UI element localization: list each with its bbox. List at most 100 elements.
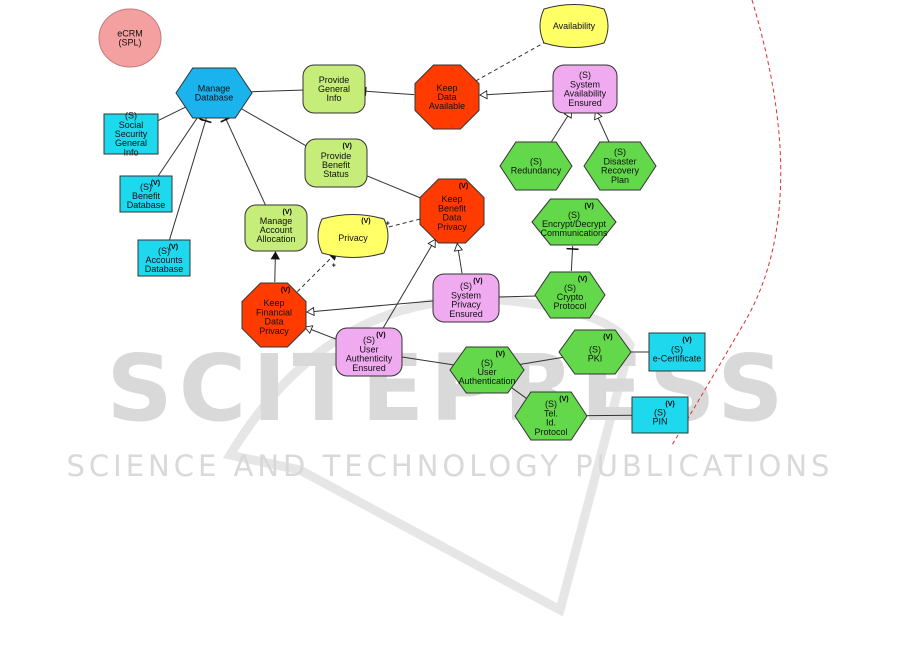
node-shape [244,204,308,252]
node-tel-id-protocol[interactable]: (V)(S)Tel.Id.Protocol [514,391,588,441]
node-label-line: Privacy [451,300,481,310]
edge-line [479,89,561,96]
node-label-line: Keep [436,83,457,93]
node-tag: (V) [169,244,178,251]
node-label-line: (S) [654,407,666,417]
node-label-line: (S) [460,281,472,291]
node-label-line: Info [326,93,341,103]
node-label-line: Accounts [145,255,183,265]
node-shape [414,64,480,130]
node-redundancy[interactable]: (S)Redundancy [499,141,573,191]
node-label-line: eCRM [117,28,143,38]
edge-line [156,114,200,179]
edge-means [381,238,436,331]
node-e-certificate[interactable]: (V)(S)e-Certificate [648,332,706,372]
node-shape [552,64,618,114]
node-label-line: Account [260,225,293,235]
node-availability[interactable]: Availability [539,4,609,48]
edge-arrow [270,251,280,283]
node-label-line: Database [127,200,166,210]
actor-boundary [671,0,782,446]
node-tag: (V) [603,334,612,341]
means-end-arrowhead [453,242,464,252]
node-label-line: (S) [530,156,542,166]
edge-means [453,242,464,274]
node-label-line: Crypto [557,292,584,302]
node-tag: (V) [282,209,291,216]
node-tag: (V) [584,203,593,210]
edge-means [594,111,611,144]
node-label-line: (S) [564,283,576,293]
node-tag: (V) [459,183,468,190]
node-shape [449,346,525,394]
node-label-line: Manage [198,83,231,93]
node-label-line: Communications [540,228,608,238]
node-label-line: Benefit [322,160,351,170]
node-shape [432,273,500,323]
node-label-line: Authentication [458,376,515,386]
node-tag: (V) [361,218,370,225]
edge-decomp [566,245,579,272]
node-tag: (V) [473,278,482,285]
node-label-line: Protocol [553,301,586,311]
node-label-line: User [359,344,378,354]
edge-line [510,355,573,367]
edge-line [358,172,422,199]
edge-line [393,355,464,367]
node-label-line: Availability [564,89,607,99]
node-label-line: Social [119,120,144,130]
node-label-line: Recovery [601,166,640,176]
node-pki[interactable]: (V)(S)PKI [558,329,632,375]
node-shape [119,175,173,213]
means-end-arrowhead [303,325,314,335]
node-label-line: Benefit [438,203,467,213]
node-label-line: Available [429,101,465,111]
node-label-line: Redundancy [511,166,562,176]
node-shape [103,113,159,155]
node-shape [583,141,657,191]
node-label-line: Info [123,147,138,157]
node-label-line: (SPL) [118,38,141,48]
node-pin[interactable]: (V)(S)PIN [631,396,689,434]
node-ecrm[interactable]: eCRM(SPL) [98,8,162,68]
node-label-line: (S) [140,182,152,192]
edge-line [224,116,267,207]
node-tag: (V) [665,401,674,408]
node-privacy[interactable]: (V)Privacy [317,214,389,258]
node-label-line: PIN [652,417,667,427]
node-tag: (V) [151,180,160,187]
node-label-line: Database [145,264,184,274]
node-label-line: (S) [363,335,375,345]
node-tag: (V) [578,276,587,283]
node-label-line: Encrypt/Decrypt [542,219,607,229]
node-tag: (V) [281,287,290,294]
node-label-line: Data [264,317,283,327]
node-label-line: General [115,138,147,148]
node-shape [304,138,368,188]
node-label-line: Ensured [449,309,483,319]
node-label-line: General [318,84,350,94]
edge-means [479,89,561,100]
node-shape [499,141,573,191]
node-label-line: System [570,79,600,89]
nodes-layer: eCRM(SPL)ManageDatabaseProvideGeneralInf… [98,4,706,441]
means-end-arrowhead [594,111,603,121]
contribution-label: + [332,262,336,269]
